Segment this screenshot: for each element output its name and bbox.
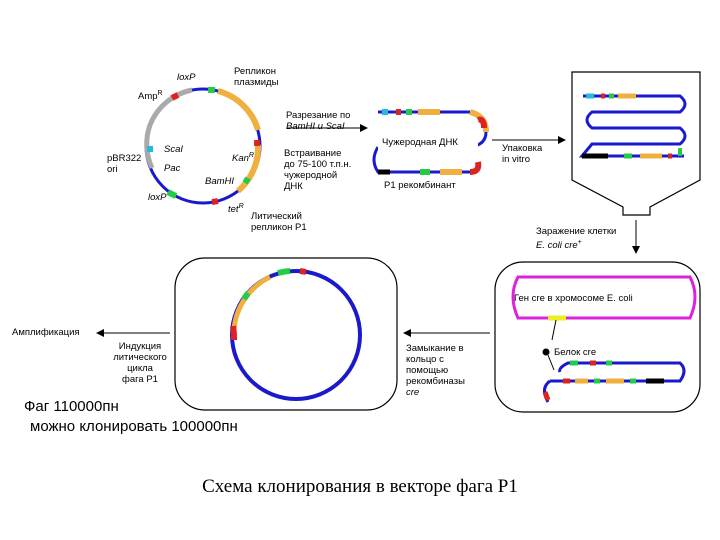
tet-resistance-label: tetR [228,203,244,216]
phage-size-text: Фаг 110000пн [24,398,119,415]
figure-caption: Схема клонирования в векторе фага P1 [202,476,518,497]
foreign-dna-label-bg [378,135,478,150]
pac-label: Pac [164,163,181,174]
clone-size-text: можно клонировать 100000пн [30,418,238,435]
cre-gene-label: Ген cre в хромосоме E. coli [514,293,633,304]
foreign-dna-label: Чужеродная ДНК [382,137,458,148]
p1-recombinant-label: P1 рекомбинант [384,180,456,191]
bamhi-label: BamHI [205,176,235,187]
loxp-label-bottom: loxP [148,192,167,203]
amp-resistance-label: AmpR [138,90,163,103]
circular-phage-cell [174,257,398,411]
kan-resistance-label: KanR [232,152,254,165]
ecoli-cell [494,261,701,413]
amplification-label: Амплификация [12,327,80,338]
phage-head [571,71,701,216]
scai-label: ScaI [164,144,184,155]
cre-protein-label: Белок cre [554,347,597,358]
loxp-label-top: loxP [177,72,196,83]
p1-vector-plasmid [144,86,262,205]
